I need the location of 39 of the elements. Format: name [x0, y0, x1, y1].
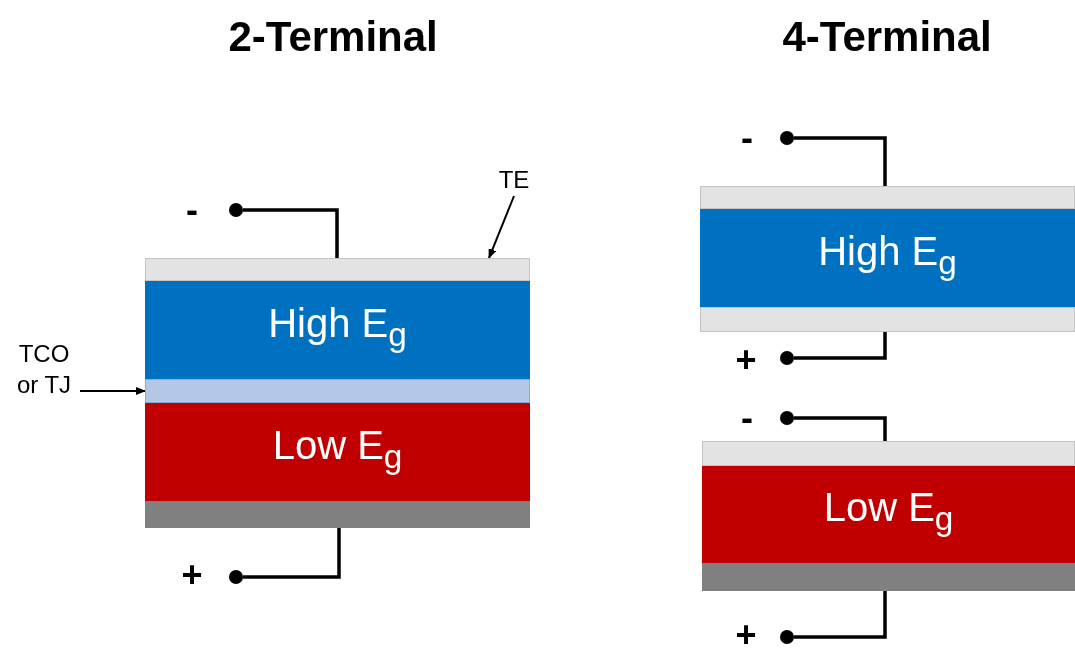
terminal-dot [780, 630, 794, 644]
polarity-sign: - [186, 192, 198, 228]
absorber-layer [145, 403, 530, 501]
polarity-sign: + [181, 557, 203, 593]
absorber-layer [145, 281, 530, 379]
electrode-layer [145, 258, 530, 281]
back-contact-layer [145, 501, 530, 528]
polarity-sign: - [741, 120, 753, 156]
arrow [79, 387, 146, 395]
layer-name: High E$_{g}$ [818, 228, 957, 282]
layer-label: TE [498, 166, 530, 193]
wire [794, 136, 887, 186]
terminal-dot [780, 411, 794, 425]
wire [794, 332, 887, 360]
polarity-sign: + [735, 342, 757, 378]
layer-name: Low E$_{g}$ [823, 485, 954, 538]
electrode-layer [700, 307, 1075, 332]
polarity-sign: - [741, 400, 753, 436]
wire [794, 591, 887, 639]
wire [794, 416, 887, 441]
panel-title: 4-Terminal [782, 16, 992, 58]
electrode-layer [702, 441, 1075, 466]
wire [243, 528, 341, 579]
wire [243, 208, 339, 258]
interlayer [145, 379, 530, 403]
back-contact-layer [702, 563, 1075, 591]
terminal-dot [780, 131, 794, 145]
absorber-layer [700, 209, 1075, 307]
layer-label: TCO or TJ [16, 340, 72, 399]
absorber-layer [702, 466, 1075, 563]
panel-title: 2-Terminal [228, 16, 438, 58]
terminal-dot [229, 203, 243, 217]
terminal-dot [780, 351, 794, 365]
electrode-layer [700, 186, 1075, 209]
terminal-dot [229, 570, 243, 584]
polarity-sign: + [735, 617, 757, 648]
layer-name: Low E$_{g}$ [272, 422, 403, 476]
layer-name: High E$_{g}$ [268, 300, 407, 354]
arrow [488, 195, 515, 259]
